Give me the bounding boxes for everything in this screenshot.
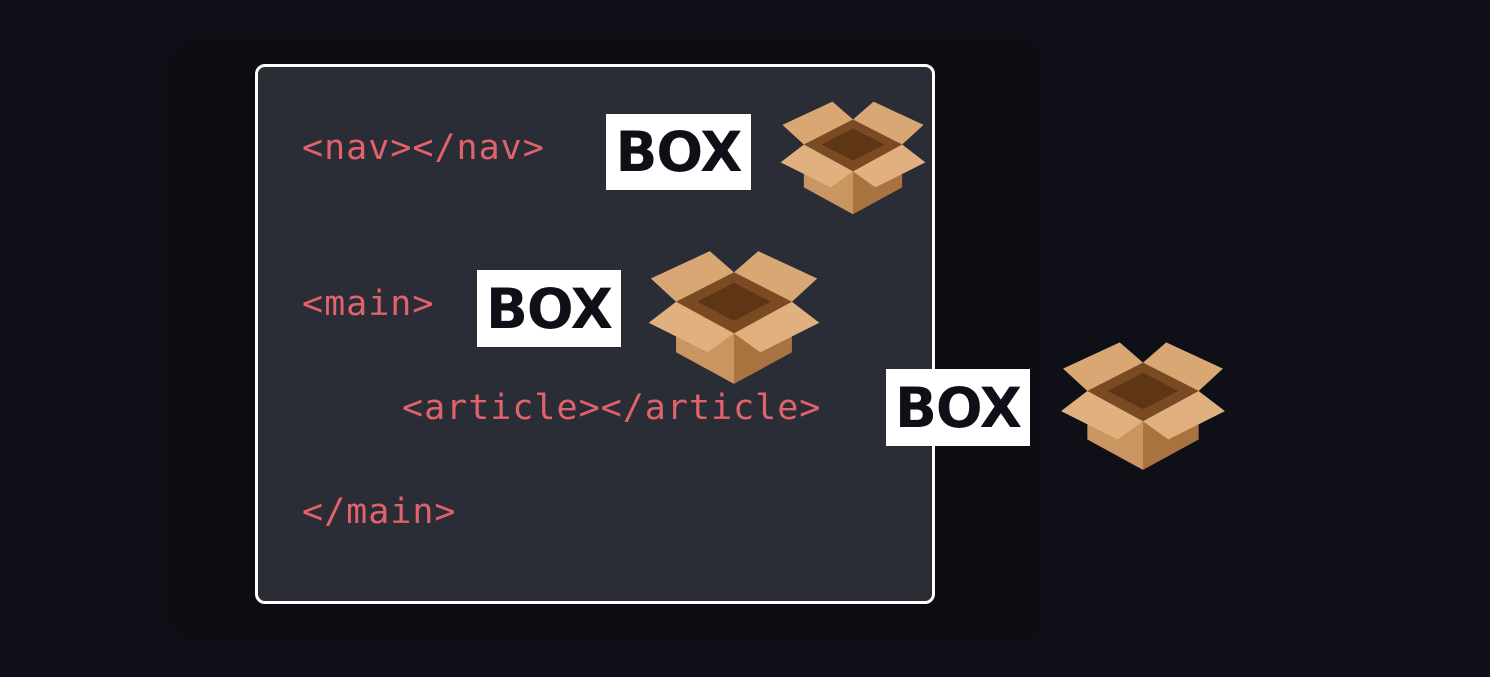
code-line-article: <article></article> [402,388,822,428]
main-box-label: BOX [477,270,621,347]
open-cardboard-box-icon [648,251,820,384]
open-cardboard-box-icon [780,101,926,215]
nav-box-label: BOX [606,114,751,190]
article-box-label: BOX [886,369,1030,446]
box-graphic [648,251,820,384]
code-line-main-open: <main> [302,284,435,324]
code-line-main-close: </main> [302,492,457,532]
box-graphic [1061,342,1225,470]
box-graphic [780,101,926,215]
code-line-nav: <nav></nav> [302,128,545,168]
open-cardboard-box-icon [1061,342,1225,470]
